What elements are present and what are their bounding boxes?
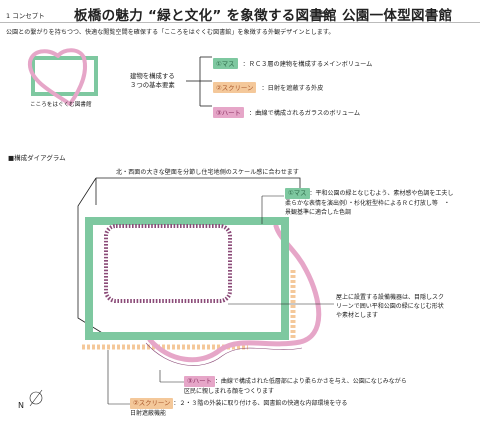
heart-description: ：曲線で構成されるガラスのボリューム (249, 110, 361, 117)
heart-curve-outline (145, 342, 303, 366)
diagram-heart-tag: ③ハート (184, 376, 215, 387)
roof-callout: 屋上に設置する設備機器は、目隠しスクリーンで囲い平和公園の緑になじむ形状や素材と… (336, 294, 445, 319)
library-logo (27, 48, 98, 106)
mass-description: ：ＲＣ３層の建物を構成するメインボリューム (242, 61, 373, 68)
rooftop-screen (104, 224, 232, 303)
element-item-mass: ①マス ：ＲＣ３層の建物を構成するメインボリューム (213, 51, 372, 70)
elements-label-line1: 建物を構成する (130, 72, 175, 80)
composition-diagram (29, 177, 334, 407)
header-divider (0, 22, 480, 23)
mass-tag: ①マス (213, 58, 238, 69)
screen-description: ：日射を遮蔽する外皮 (261, 85, 324, 92)
element-item-screen: ②スクリーン ：日射を遮蔽する外皮 (213, 75, 323, 94)
screen-callout: ②スクリーン：２・３階の外装に取り付ける、図書館の快適な内部環境を守る日射遮蔽機… (130, 398, 350, 418)
diagram-heading: ■構成ダイアグラム (8, 154, 66, 162)
heart-tag: ③ハート (213, 107, 244, 118)
screen-callout-text: ：２・３階の外装に取り付ける、図書館の快適な内部環境を守る日射遮蔽機能 (130, 400, 348, 417)
element-item-heart: ③ハート ：曲線で構成されるガラスのボリューム (213, 100, 360, 119)
logo-caption: こころをはぐくむ図書館 (30, 102, 92, 108)
element-connectors (186, 56, 212, 107)
page-subtitle: 公園一体型図書館 (342, 8, 453, 24)
intro-text: 公園との繋がりを持ちつつ、快適な閲覧空間を確保する「こころをはぐくむ図書館」を象… (6, 29, 335, 36)
north-label: N (18, 401, 24, 410)
top-note: 北・西面の大きな壁面を分節し住宅地側のスケール感に合わせます (116, 169, 300, 176)
mass-callout-text: ：平和公園の緑となじむよう、素材感や色調を工夫し柔らかな表情を演出例）・杉化粧型… (285, 190, 454, 216)
diagram-screen-tag: ②スクリーン (130, 398, 174, 409)
north-arrow-icon (29, 389, 43, 407)
title-equals: ＝ (318, 8, 332, 24)
heart-curve-volume (147, 223, 322, 363)
heart-callout-text: ：曲線で構成された低層部により柔らかさを与え、公園になじみながら区民に親しまれる… (184, 378, 407, 395)
diagram-mass-tag: ①マス (285, 188, 310, 199)
mass-callout: ①マス：平和公園の緑となじむよう、素材感や色調を工夫し柔らかな表情を演出例）・杉… (285, 188, 455, 217)
heart-callout: ③ハート：曲線で構成された低層部により柔らかさを与え、公園になじみながら区民に親… (184, 376, 410, 396)
screen-tag: ②スクリーン (213, 82, 257, 93)
page-title: 板橋の魅力 “緑と文化” を象徴する図書館 (74, 8, 337, 24)
mass-volume (85, 217, 289, 340)
elements-label-line2: ３つの基本要素 (130, 81, 175, 89)
logo-heart (27, 48, 87, 106)
section-number: 1 コンセプト (6, 12, 45, 20)
